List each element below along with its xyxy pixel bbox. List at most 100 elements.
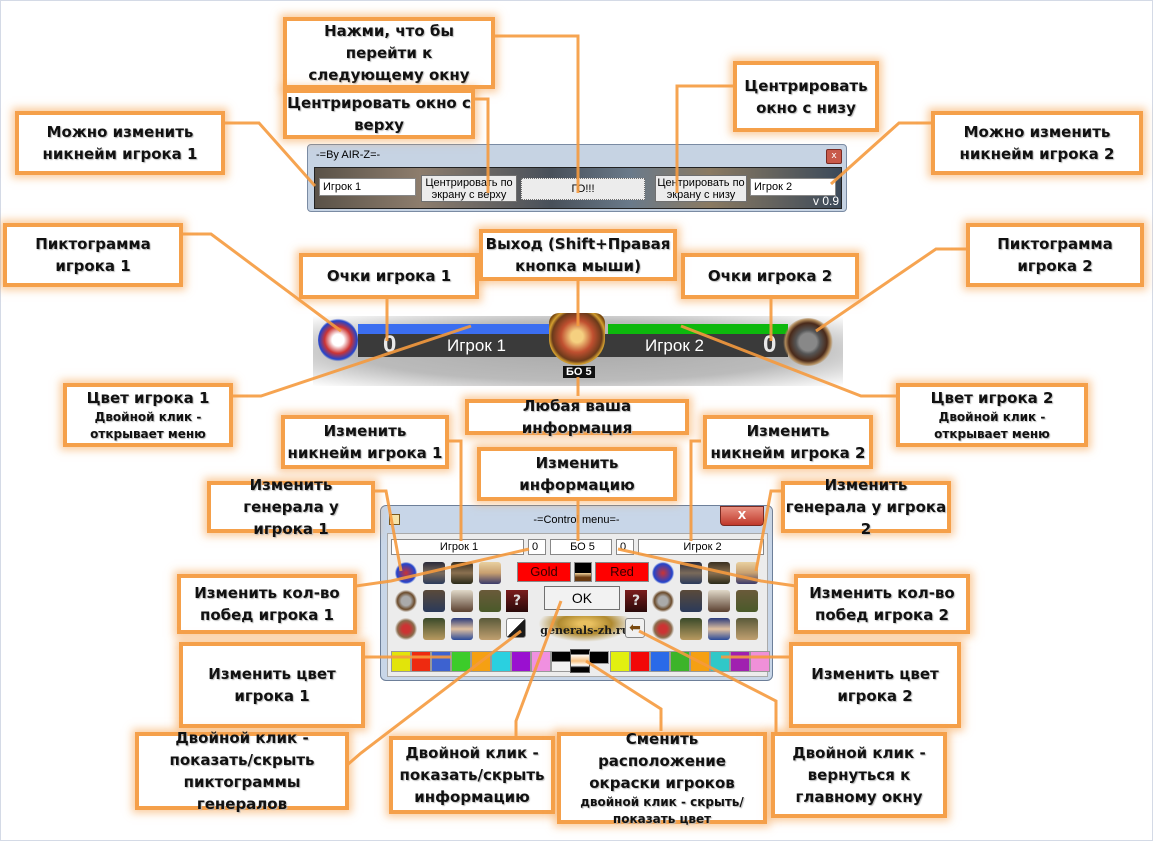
callout-wins2: Изменить кол-во побед игрока 2 bbox=[794, 574, 970, 634]
general-portrait-icon[interactable] bbox=[451, 562, 473, 584]
info-input[interactable]: БО 5 bbox=[550, 539, 612, 555]
callout-change-nick2: Изменить никнейм игрока 2 bbox=[703, 415, 873, 469]
general-portrait-icon[interactable] bbox=[423, 590, 445, 612]
player2-color-swatch[interactable] bbox=[630, 651, 650, 672]
swap-colors-button[interactable] bbox=[570, 649, 590, 673]
callout-text: Двойной клик - вернуться к главному окну bbox=[792, 744, 926, 806]
player1-color-swatch[interactable] bbox=[391, 651, 411, 672]
callout-sub: двойной клик - скрыть/показать цвет bbox=[580, 795, 744, 826]
toggle-generals-button[interactable] bbox=[506, 618, 526, 638]
callout-text: Изменить информацию bbox=[519, 454, 635, 494]
toggle-info-swatch[interactable] bbox=[551, 651, 571, 672]
player2-wins-input[interactable]: 0 bbox=[616, 539, 634, 555]
callout-text: Изменить генерала у игрока 2 bbox=[785, 476, 947, 538]
player1-color-swatch[interactable] bbox=[511, 651, 531, 672]
player1-color-swatch[interactable] bbox=[471, 651, 491, 672]
logo-text: generals-zh.ru bbox=[540, 624, 630, 637]
callout-center-top: Центрировать окно с верху bbox=[283, 89, 475, 139]
random-general-button[interactable]: ? bbox=[625, 590, 647, 612]
general-portrait-icon[interactable] bbox=[680, 590, 702, 612]
general-portrait-icon[interactable] bbox=[736, 562, 758, 584]
callout-any-info: Любая ваша информация bbox=[465, 397, 689, 437]
random-general-button[interactable]: ? bbox=[506, 590, 528, 612]
callout-text: Двойной клик - показать/скрыть пиктограм… bbox=[169, 729, 315, 813]
player1-color-swatch[interactable] bbox=[491, 651, 511, 672]
callout-text: Изменить цвет игрока 1 bbox=[208, 665, 336, 705]
center-bottom-button[interactable]: Центрировать по экрану с низу bbox=[655, 175, 747, 202]
general-portrait-icon[interactable] bbox=[423, 562, 445, 584]
general-china-icon[interactable] bbox=[395, 618, 417, 640]
player2-color-swatch[interactable] bbox=[750, 651, 770, 672]
general-portrait-icon[interactable] bbox=[680, 562, 702, 584]
callout-text: Изменить генерала у игрока 1 bbox=[243, 476, 339, 538]
general-portrait-icon[interactable] bbox=[708, 618, 730, 640]
callout-sub: Двойной клик - открывает меню bbox=[90, 410, 206, 441]
player2-color-swatch[interactable] bbox=[650, 651, 670, 672]
go-button[interactable]: ГО!!! bbox=[521, 178, 645, 200]
center-top-button[interactable]: Центрировать по экрану с верху bbox=[421, 175, 517, 202]
control-menu-title: -=Control menu=- bbox=[533, 514, 620, 526]
general-portrait-icon[interactable] bbox=[736, 618, 758, 640]
general-china-icon[interactable] bbox=[652, 618, 674, 640]
callout-text: Изменить никнейм игрока 1 bbox=[287, 422, 443, 462]
player1-wins-input[interactable]: 0 bbox=[528, 539, 546, 555]
general-usa-icon[interactable] bbox=[652, 562, 674, 584]
callout-text: Изменить никнейм игрока 2 bbox=[710, 422, 866, 462]
player2-color-swatch[interactable] bbox=[690, 651, 710, 672]
ok-button[interactable]: OK bbox=[544, 586, 620, 610]
player1-nickname-input[interactable]: Игрок 1 bbox=[319, 178, 416, 196]
callout-text: Изменить цвет игрока 2 bbox=[811, 665, 939, 705]
player2-nickname-input[interactable]: Игрок 2 bbox=[750, 178, 836, 196]
player1-faction-icon[interactable] bbox=[318, 318, 358, 362]
general-usa-icon[interactable] bbox=[395, 562, 417, 584]
general-portrait-icon[interactable] bbox=[479, 562, 501, 584]
control-menu-window: -=Control menu=- X Игрок 1 0 БО 5 0 Игро… bbox=[380, 505, 773, 681]
callout-text: Нажми, что бы перейти к следующему окну bbox=[308, 22, 470, 84]
player2-faction-icon[interactable] bbox=[783, 318, 833, 366]
callout-wins1: Изменить кол-во побед игрока 1 bbox=[177, 574, 357, 634]
player1-color-swatch[interactable] bbox=[531, 651, 551, 672]
general-portrait-icon[interactable] bbox=[708, 562, 730, 584]
general-portrait-icon[interactable] bbox=[680, 618, 702, 640]
player2-color-button[interactable]: Red bbox=[595, 562, 649, 582]
back-arrow-icon[interactable]: ⬅ bbox=[625, 618, 645, 638]
callout-title: Цвет игрока 2 bbox=[930, 389, 1054, 407]
control-menu-close-button[interactable]: X bbox=[720, 506, 764, 526]
player2-color-swatch[interactable] bbox=[670, 651, 690, 672]
general-portrait-icon[interactable] bbox=[451, 618, 473, 640]
control-menu-body: Игрок 1 0 БО 5 0 Игрок 2 ? Gold Red OK g… bbox=[387, 533, 770, 677]
score-bar[interactable]: 0 Игрок 1 БО 5 Игрок 2 0 bbox=[313, 313, 843, 386]
swap-color-mini-button[interactable] bbox=[574, 562, 592, 582]
callout-text: Пиктограмма игрока 1 bbox=[35, 235, 151, 275]
callout-icon1: Пиктограмма игрока 1 bbox=[3, 223, 183, 287]
general-gla-icon[interactable] bbox=[652, 590, 674, 612]
general-portrait-icon[interactable] bbox=[423, 618, 445, 640]
player1-color-swatch[interactable] bbox=[431, 651, 451, 672]
main-window-close-button[interactable]: x bbox=[826, 149, 842, 164]
callout-icon2: Пиктограмма игрока 2 bbox=[966, 223, 1144, 287]
exit-emblem-icon[interactable] bbox=[549, 313, 605, 365]
player2-color-swatch[interactable] bbox=[730, 651, 750, 672]
hide-color-swatch[interactable] bbox=[589, 651, 609, 664]
player2-color-swatch[interactable] bbox=[710, 651, 730, 672]
player1-color-swatch[interactable] bbox=[451, 651, 471, 672]
callout-exit: Выход (Shift+Правая кнопка мыши) bbox=[479, 229, 677, 281]
callout-nick2: Можно изменить никнейм игрока 2 bbox=[931, 111, 1143, 175]
general-portrait-icon[interactable] bbox=[479, 590, 501, 612]
player2-color-bar[interactable] bbox=[608, 324, 788, 334]
general-portrait-icon[interactable] bbox=[451, 590, 473, 612]
general-portrait-icon[interactable] bbox=[479, 618, 501, 640]
player2-color-swatch[interactable] bbox=[610, 651, 630, 672]
general-portrait-icon[interactable] bbox=[736, 590, 758, 612]
callout-change-nick1: Изменить никнейм игрока 1 bbox=[281, 415, 449, 469]
general-portrait-icon[interactable] bbox=[708, 590, 730, 612]
general-gla-icon[interactable] bbox=[395, 590, 417, 612]
player1-color-swatch[interactable] bbox=[411, 651, 431, 672]
player1-color-button[interactable]: Gold bbox=[517, 562, 571, 582]
player1-name-input[interactable]: Игрок 1 bbox=[391, 539, 524, 555]
player1-score: 0 bbox=[383, 331, 397, 358]
callout-text: Выход (Shift+Правая кнопка мыши) bbox=[485, 235, 671, 275]
player2-name-input[interactable]: Игрок 2 bbox=[638, 539, 764, 555]
version-label: v 0.9 bbox=[812, 194, 839, 208]
